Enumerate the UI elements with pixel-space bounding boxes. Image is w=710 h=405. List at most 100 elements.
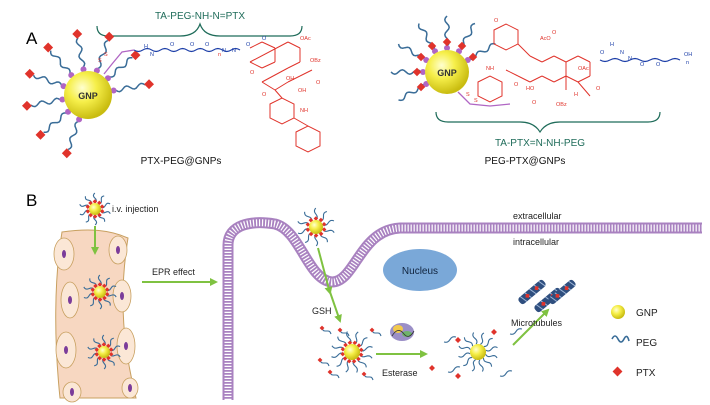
chem-atom-label: O: [494, 18, 499, 24]
ptx-diamond: [99, 208, 105, 214]
bond: [565, 75, 579, 83]
ptx-diamond: [92, 199, 98, 204]
gold-core: [94, 286, 106, 298]
bond: [261, 67, 289, 83]
peg-chain: [115, 82, 146, 93]
peg-chain: [43, 112, 67, 134]
chem-atom-label: S: [474, 98, 478, 104]
ptx-diamond: [319, 325, 325, 331]
linker-dot: [76, 116, 83, 123]
gold-core: [344, 344, 360, 360]
free-peg: [499, 370, 513, 377]
ptx-diamond: [305, 227, 311, 233]
circulating-particle: [83, 274, 117, 310]
tubule-stripe: [559, 288, 567, 295]
chem-atom-label: H: [610, 42, 614, 48]
bond: [553, 55, 567, 63]
bond: [577, 81, 591, 97]
legend-label-peg: PEG: [636, 338, 657, 349]
legend: GNP PEG PTX: [611, 305, 658, 379]
peg-chain: [30, 97, 61, 108]
chem-atom-label: OAc: [300, 36, 311, 42]
peg-chain: [485, 346, 498, 352]
chem-atom-label: N: [222, 48, 226, 54]
intracellular-particle: [331, 331, 373, 373]
tubule-stripe: [568, 280, 576, 287]
nucleus-label: Nucleus: [402, 266, 438, 277]
free-peg: [509, 328, 523, 335]
panel-b: B extracellular intracellular Nucleus i.…: [26, 191, 702, 403]
chem-atom-label: NH: [486, 66, 494, 72]
chem-atom-label: O: [170, 42, 175, 48]
left-peg-arms: [21, 28, 241, 159]
ptx-diamond: [24, 68, 35, 79]
chem-atom-label: OBz: [556, 102, 567, 108]
benzene-ring: [493, 23, 519, 51]
peg-chain: [97, 39, 109, 70]
peg-backbone: [599, 57, 681, 63]
ptx-diamond: [358, 352, 364, 358]
nucleus: [383, 249, 457, 291]
bond: [299, 69, 313, 77]
peg-chain: [478, 359, 484, 372]
gold-core: [89, 203, 101, 215]
bond: [505, 69, 519, 77]
ptx-diamond: [340, 351, 345, 357]
ptx-diamond: [361, 371, 367, 377]
ptx-diamond: [412, 67, 422, 77]
microtubule: [518, 279, 546, 305]
ptx-diamond: [313, 216, 319, 221]
linker-dot: [444, 45, 450, 51]
legend-label-ptx: PTX: [636, 368, 656, 379]
right-gnp-core: [425, 50, 469, 94]
chem-atom-label: H: [574, 92, 578, 98]
bond: [261, 41, 276, 49]
bond: [249, 61, 263, 69]
ptx-diamond: [99, 204, 105, 209]
ptx-diamond: [534, 286, 539, 291]
microtubule: [548, 279, 576, 305]
gsh-label: GSH: [312, 306, 332, 316]
cell-membrane: [222, 217, 702, 400]
bond: [293, 117, 309, 127]
chem-atom-label: OH: [298, 88, 306, 94]
extracellular-label: extracellular: [513, 211, 562, 221]
tubule-stripe: [519, 296, 528, 302]
bond: [274, 81, 289, 91]
peg-chain: [480, 332, 485, 345]
peg-chain: [49, 50, 71, 74]
benzene-ring: [269, 97, 295, 125]
chem-atom-label: O: [552, 30, 557, 36]
ptx-diamond: [352, 340, 358, 346]
epr-label: EPR effect: [152, 267, 195, 277]
chem-atom-label: S: [98, 58, 102, 64]
bond: [249, 41, 263, 49]
thioctic-linker: [103, 49, 135, 75]
ptx-diamond: [85, 204, 91, 210]
linker-dot: [420, 69, 426, 75]
bond: [541, 75, 555, 83]
cell-nucleus: [116, 246, 120, 254]
chem-atom-label: N: [150, 52, 154, 58]
right-peg-arms: [390, 15, 681, 107]
ptx-diamond: [555, 293, 560, 298]
peg-chain: [483, 337, 493, 348]
chem-atom-label: N: [620, 50, 624, 56]
chem-atom-label: O: [262, 36, 267, 42]
linker-dot: [93, 67, 100, 74]
ptx-diamond: [21, 100, 32, 111]
ptx-diamond: [104, 31, 115, 42]
peg-chain: [482, 357, 493, 367]
chem-atom-label: O: [532, 100, 537, 106]
ptx-diamond: [457, 41, 467, 51]
ptx-diamond: [321, 221, 327, 227]
chem-atom-label: O: [316, 80, 321, 86]
ptx-diamond: [92, 214, 98, 219]
left-bracket: [96, 22, 303, 37]
bond: [529, 75, 543, 83]
flow-arrows: [91, 226, 550, 358]
chem-atom-label: OAc: [578, 66, 589, 72]
